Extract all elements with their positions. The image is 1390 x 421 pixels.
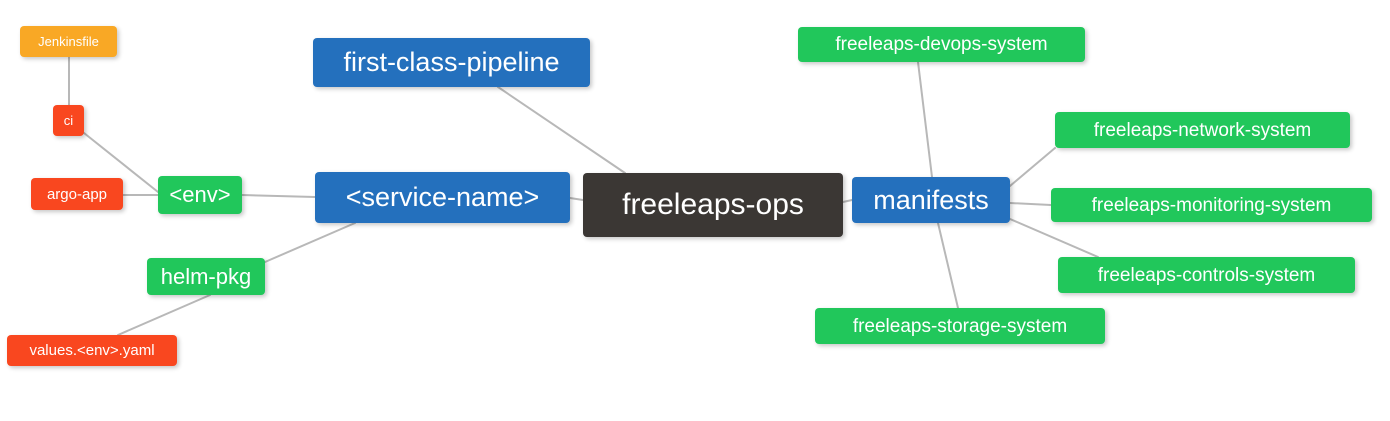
node-helm-pkg[interactable]: helm-pkg <box>147 258 265 295</box>
edge-helm-pkg-to-service-name <box>264 222 356 263</box>
node-label-argo-app: argo-app <box>46 185 108 203</box>
node-first-class-pipeline[interactable]: first-class-pipeline <box>313 38 590 87</box>
node-manifests[interactable]: manifests <box>852 177 1010 223</box>
edge-env-to-service-name <box>241 194 316 198</box>
node-label-jenkinsfile: Jenkinsfile <box>38 34 99 49</box>
node-label-storage-system: freeleaps-storage-system <box>852 315 1068 337</box>
node-ci[interactable]: ci <box>53 105 84 136</box>
node-controls-system[interactable]: freeleaps-controls-system <box>1058 257 1355 293</box>
edge-storage-system-to-manifests <box>937 222 959 309</box>
edge-freeleaps-ops-to-manifests <box>842 199 853 203</box>
node-label-freeleaps-ops: freeleaps-ops <box>622 188 804 221</box>
node-label-first-class-pipeline: first-class-pipeline <box>343 47 560 77</box>
edge-controls-system-to-manifests <box>1009 218 1099 258</box>
node-service-name[interactable]: <service-name> <box>315 172 570 223</box>
node-storage-system[interactable]: freeleaps-storage-system <box>815 308 1105 344</box>
edge-network-system-to-manifests <box>1009 147 1056 187</box>
node-label-env: <env> <box>169 182 231 207</box>
node-label-values-yaml: values.<env>.yaml <box>29 342 155 359</box>
node-env[interactable]: <env> <box>158 176 242 214</box>
edge-service-name-to-freeleaps-ops <box>569 197 584 201</box>
node-devops-system[interactable]: freeleaps-devops-system <box>798 27 1085 62</box>
edge-first-class-pipeline-to-freeleaps-ops <box>497 86 626 174</box>
node-label-controls-system: freeleaps-controls-system <box>1097 264 1316 286</box>
edge-values-yaml-to-helm-pkg <box>117 294 211 336</box>
node-label-devops-system: freeleaps-devops-system <box>835 34 1048 55</box>
node-argo-app[interactable]: argo-app <box>31 178 123 210</box>
edge-monitoring-system-to-manifests <box>1009 202 1052 206</box>
node-label-helm-pkg: helm-pkg <box>160 263 252 289</box>
node-label-service-name: <service-name> <box>345 182 540 212</box>
edge-devops-system-to-manifests <box>917 61 933 178</box>
node-label-network-system: freeleaps-network-system <box>1093 119 1312 141</box>
node-label-monitoring-system: freeleaps-monitoring-system <box>1091 194 1332 216</box>
node-freeleaps-ops[interactable]: freeleaps-ops <box>583 173 843 237</box>
node-monitoring-system[interactable]: freeleaps-monitoring-system <box>1051 188 1372 222</box>
node-network-system[interactable]: freeleaps-network-system <box>1055 112 1350 148</box>
node-values-yaml[interactable]: values.<env>.yaml <box>7 335 177 366</box>
node-label-manifests: manifests <box>873 184 989 215</box>
node-jenkinsfile[interactable]: Jenkinsfile <box>20 26 117 57</box>
node-label-ci: ci <box>63 113 74 128</box>
